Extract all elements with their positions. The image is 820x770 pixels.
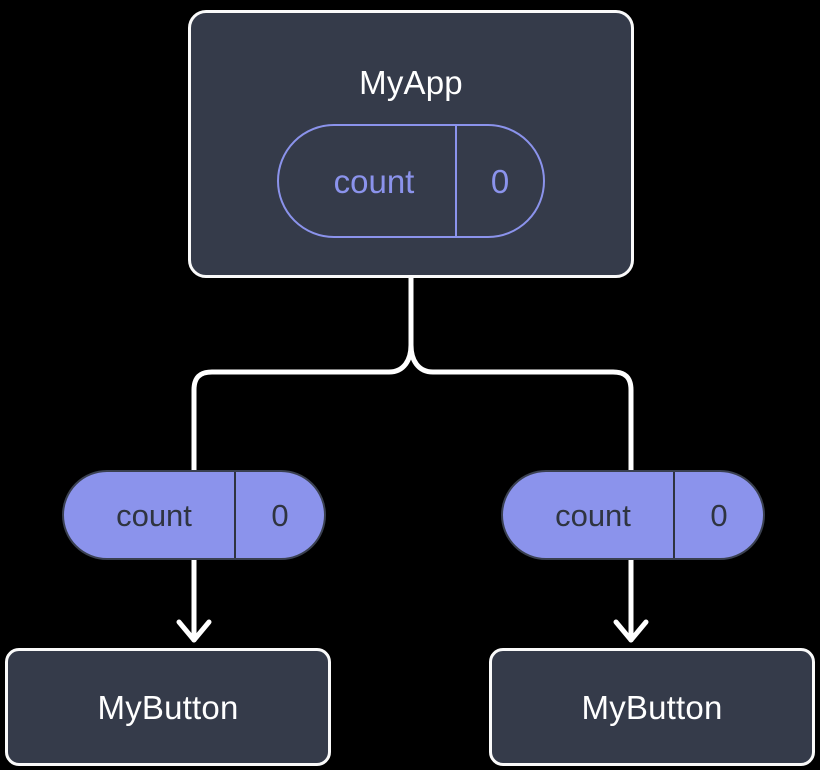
component-label-mybutton: MyButton: [97, 688, 239, 726]
state-pill-value: 0: [490, 162, 510, 200]
component-box-mybutton-right[interactable]: MyButton: [489, 648, 815, 766]
prop-pill-left[interactable]: count 0: [62, 470, 326, 560]
arrowhead-right: [613, 619, 649, 643]
arrowhead-left: [176, 619, 212, 643]
wire-fork-right: [408, 342, 634, 473]
prop-pill-right[interactable]: count 0: [501, 470, 765, 560]
prop-pill-value: 0: [271, 497, 289, 533]
prop-pill-value: 0: [710, 497, 728, 533]
prop-pill-key: count: [503, 472, 675, 558]
prop-pill-key: count: [64, 472, 236, 558]
component-box-mybutton-left[interactable]: MyButton: [5, 648, 331, 766]
component-label-mybutton: MyButton: [581, 688, 723, 726]
state-pill-myapp[interactable]: count 0: [277, 124, 545, 238]
state-pill-key: count: [279, 126, 457, 236]
component-label-myapp: MyApp: [359, 64, 463, 101]
wire-fork-left: [191, 342, 414, 473]
